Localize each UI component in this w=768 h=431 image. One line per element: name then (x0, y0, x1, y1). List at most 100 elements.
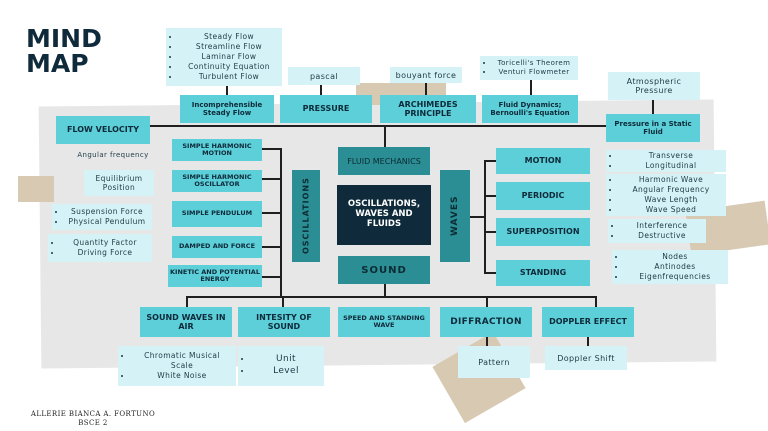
connector (282, 296, 284, 308)
list-item: Interference (622, 221, 702, 231)
speed-standing-wave-node[interactable]: SPEED AND STANDING WAVE (338, 307, 430, 337)
connector (186, 296, 188, 308)
intensity-of-sound-node[interactable]: INTESITY OF SOUND (238, 307, 330, 337)
connector (262, 212, 280, 214)
list-item: Antinodes (626, 262, 724, 272)
list-item: Steady Flow (180, 32, 278, 42)
tape-decoration (18, 176, 54, 202)
connector (262, 246, 280, 248)
list-item: Physical Pendulum (66, 217, 148, 227)
connector (484, 160, 496, 162)
simple-pendulum-node[interactable]: SIMPLE PENDULUM (172, 201, 262, 227)
title-line-1: MIND (26, 24, 102, 53)
connector (280, 148, 282, 296)
damped-list: Quantity Factor Driving Force (48, 234, 152, 262)
list-item: Toricelli's Theorem (494, 59, 574, 68)
shm-node[interactable]: SIMPLE HARMONIC MOTION (172, 139, 262, 161)
central-topic[interactable]: OSCILLATIONS, WAVES AND FLUIDS (337, 185, 431, 245)
list-item: Unit (252, 354, 320, 366)
connector (484, 272, 496, 274)
connector (65, 125, 700, 127)
list-item: White Noise (132, 371, 232, 381)
superposition-node[interactable]: SUPERPOSITION (496, 218, 590, 246)
standing-list: Nodes Antinodes Eigenfrequencies (612, 250, 728, 284)
pressure-static-fluid-node[interactable]: Pressure in a Static Fluid (606, 114, 700, 142)
connector (262, 148, 280, 150)
list-item: Continuity Equation (180, 62, 278, 72)
incomprehensible-flow-list: Steady Flow Streamline Flow Laminar Flow… (166, 28, 282, 86)
list-item: Chromatic Musical Scale (132, 351, 232, 371)
author-name: ALLERIE BIANCA A. FORTUNO (30, 410, 156, 418)
list-item: Longitudinal (620, 161, 722, 171)
list-item: Transverse (620, 151, 722, 161)
connector (320, 85, 322, 95)
list-item: Angular Frequency (620, 185, 722, 195)
connector (595, 296, 597, 308)
connector (262, 178, 280, 180)
kinetic-potential-energy-node[interactable]: KINETIC AND POTENTIAL ENERGY (168, 265, 262, 287)
motion-node[interactable]: MOTION (496, 148, 590, 174)
sho-node[interactable]: SIMPLE HARMONIC OSCILLATOR (172, 170, 262, 192)
incomprehensible-steady-flow-node[interactable]: Incomprehensible Steady Flow (180, 95, 274, 123)
pascal-note: pascal (288, 67, 360, 85)
connector (486, 336, 488, 348)
standing-node[interactable]: STANDING (496, 260, 590, 286)
pressure-node[interactable]: PRESSURE (280, 95, 372, 123)
list-item: Streamline Flow (180, 42, 278, 52)
list-item: Level (252, 366, 320, 378)
connector (384, 125, 386, 147)
author-course: BSCE 2 (78, 419, 108, 428)
motion-list: Transverse Longitudinal (606, 150, 726, 172)
list-item: Quantity Factor (62, 238, 148, 248)
periodic-node[interactable]: PERIODIC (496, 182, 590, 210)
list-item: Driving Force (62, 248, 148, 258)
doppler-effect-node[interactable]: DOPPLER EFFECT (542, 307, 634, 337)
connector (484, 160, 486, 272)
atmospheric-pressure-note: Atmospheric Pressure (608, 72, 700, 100)
list-item: Wave Speed (620, 205, 722, 215)
periodic-list: Harmonic Wave Angular Frequency Wave Len… (606, 174, 726, 216)
doppler-shift-note: Doppler Shift (545, 346, 627, 370)
pendulum-list: Suspension Force Physical Pendulum (52, 204, 152, 230)
title-line-2: MAP (26, 49, 89, 78)
connector (425, 82, 427, 95)
author-block: ALLERIE BIANCA A. FORTUNO BSCE 2 (8, 410, 178, 428)
connector (484, 195, 496, 197)
flow-velocity-node[interactable]: FLOW VELOCITY (56, 116, 150, 144)
archimedes-principle-node[interactable]: ARCHIMEDES PRINCIPLE (380, 95, 476, 123)
equilibrium-position-note: Equilibrium Position (84, 170, 154, 196)
damped-force-node[interactable]: DAMPED AND FORCE (172, 236, 262, 258)
connector (652, 100, 654, 114)
diffraction-node[interactable]: DIFFRACTION (440, 307, 532, 337)
connector (186, 296, 596, 298)
list-item: Harmonic Wave (620, 175, 722, 185)
bouyant-force-note: bouyant force (390, 67, 462, 83)
connector (530, 80, 532, 95)
angular-frequency-note: Angular frequency (77, 151, 149, 160)
superposition-list: Interference Destructive (608, 219, 706, 243)
connector (470, 216, 484, 218)
fluid-mechanics-hub[interactable]: FLUID MECHANICS (338, 147, 430, 175)
list-item: Suspension Force (66, 207, 148, 217)
connector (262, 276, 280, 278)
fluid-dynamics-node[interactable]: Fluid Dynamics; Bernoulli's Equation (482, 95, 578, 123)
list-item: Laminar Flow (180, 52, 278, 62)
connector (486, 296, 488, 308)
sound-waves-in-air-node[interactable]: SOUND WAVES IN AIR (140, 307, 232, 337)
pattern-note: Pattern (458, 346, 530, 378)
list-item: Destructive (622, 231, 702, 241)
waves-hub[interactable]: WAVES (440, 170, 470, 262)
connector (484, 231, 496, 233)
sound-hub[interactable]: SOUND (338, 256, 430, 284)
sound-air-list: Chromatic Musical Scale White Noise (118, 346, 236, 386)
fluid-dynamics-list: Toricelli's Theorem Venturi Flowmeter (480, 56, 578, 80)
list-item: Eigenfrequencies (626, 272, 724, 282)
list-item: Wave Length (620, 195, 722, 205)
connector (384, 284, 386, 296)
mind-map-title: MIND MAP (26, 26, 102, 76)
intensity-list: Unit Level (238, 346, 324, 386)
list-item: Venturi Flowmeter (494, 68, 574, 77)
list-item: Nodes (626, 252, 724, 262)
list-item: Turbulent Flow (180, 72, 278, 82)
oscillations-hub[interactable]: OSCILLATIONS (292, 170, 320, 262)
